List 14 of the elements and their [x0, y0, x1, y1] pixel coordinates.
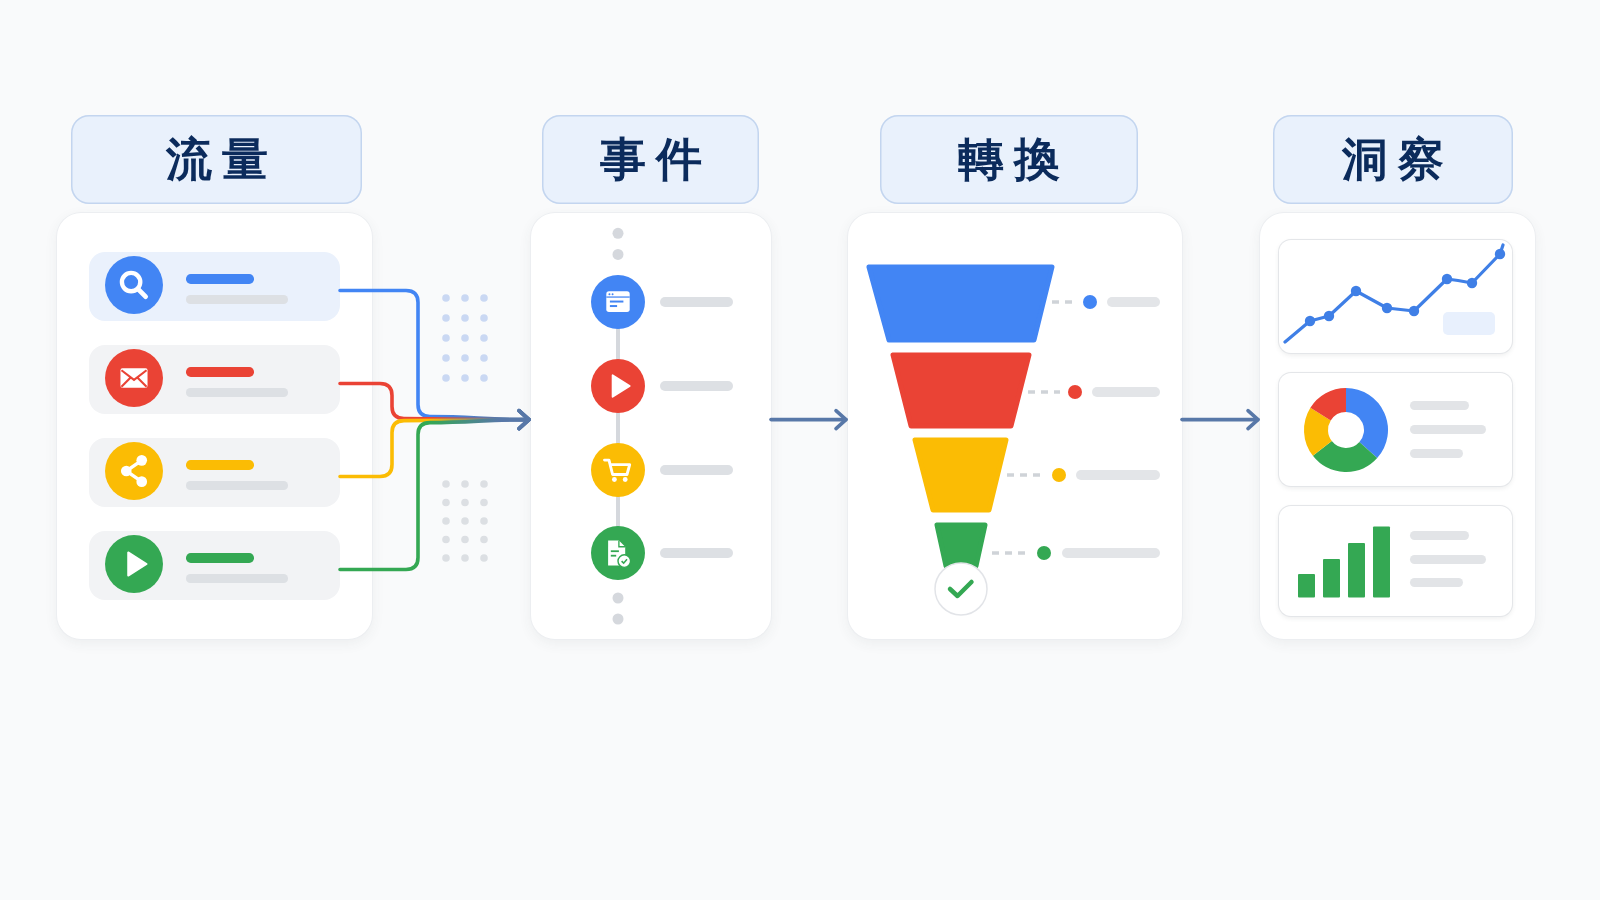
- stage-heading: 轉換: [880, 115, 1138, 204]
- flow-arrow: [1180, 408, 1260, 431]
- stage-heading: 流量: [71, 115, 362, 204]
- flow-arrow: [769, 408, 848, 431]
- stage-heading: 事件: [542, 115, 759, 204]
- stage-heading: 洞察: [1273, 115, 1513, 204]
- source-row: [89, 345, 340, 414]
- source-row: [89, 531, 340, 600]
- panel-card: [57, 213, 372, 639]
- flow-arrow: [338, 408, 531, 572]
- source-row: [89, 438, 340, 507]
- source-row: [89, 252, 340, 321]
- panel-card: [531, 213, 771, 639]
- panel-card: [848, 213, 1182, 639]
